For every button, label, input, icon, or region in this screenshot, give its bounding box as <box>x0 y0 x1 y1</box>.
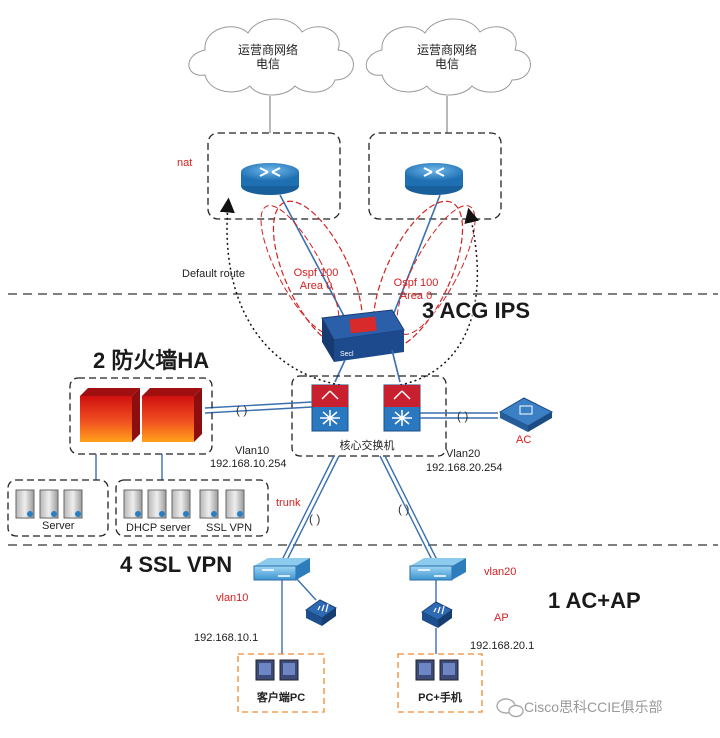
ac-label: AC <box>516 434 532 446</box>
vlan10-gw-ip: 192.168.10.254 <box>210 458 287 470</box>
firewall-ha-box <box>69 377 213 455</box>
cloud-right-line1: 运营商网络 <box>416 43 477 57</box>
core-switch-icon-left <box>311 384 349 432</box>
dhcp-server-icon <box>123 489 191 519</box>
pc-phone-ip: 192.168.20.1 <box>470 640 535 652</box>
default-route-arrow-left <box>219 197 341 386</box>
acg-device-brand: Secl <box>340 351 354 358</box>
ospf-right-label: Ospf 100 Area 0 <box>386 277 446 302</box>
access-switch-icon-right <box>409 558 466 581</box>
ac-controller-icon <box>498 397 554 432</box>
ospf-left-line1: Ospf 100 <box>293 267 339 279</box>
cloud-right-label: 运营商网络 电信 <box>412 43 482 72</box>
vlan20-access-label: vlan20 <box>484 566 517 578</box>
acg-ips-title: 3 ACG IPS <box>422 298 530 323</box>
ssl-vpn-server-label: SSL VPN <box>206 522 253 534</box>
link-firewall-core-b <box>204 406 313 414</box>
router-icon-left <box>241 163 299 195</box>
vlan10-gw-label: Vlan10 <box>235 445 270 457</box>
acg-ips-device-icon: Secl <box>321 309 405 362</box>
trunk-label: trunk <box>276 497 301 509</box>
link-aggregation-mark-right: ( ) <box>457 409 468 423</box>
cloud-right-line2: 电信 <box>434 56 459 71</box>
firewall-icon-left <box>80 388 140 442</box>
ospf-right-line1: Ospf 100 <box>393 277 439 289</box>
core-switch-label: 核心交换机 <box>339 440 395 452</box>
ospf-area-left-inner <box>260 205 340 335</box>
core-switch-box <box>291 375 447 457</box>
vlan10-access-label: vlan10 <box>216 592 249 604</box>
core-switch-icon-right <box>383 384 421 432</box>
ospf-left-line2: Area 0 <box>299 279 333 292</box>
vlan20-gw-ip: 192.168.20.254 <box>426 462 503 474</box>
router-icon-right <box>405 163 463 195</box>
client-pc-box <box>237 653 325 713</box>
link-aggregation-mark-trunk-right: ( ) <box>398 502 409 516</box>
default-route-label: Default route <box>182 268 245 280</box>
link-aggregation-mark-trunk-left: ( ) <box>309 512 320 526</box>
isp-cloud-right <box>365 18 531 96</box>
wechat-icon <box>496 698 524 718</box>
ac-ap-title: 1 AC+AP <box>548 588 641 613</box>
link-core-access-right-a <box>379 455 433 561</box>
dhcp-server-label: DHCP server <box>126 522 191 534</box>
link-firewall-core-a <box>204 401 313 409</box>
cloud-left-label: 运营商网络 电信 <box>233 43 303 72</box>
server-group-box <box>7 479 109 537</box>
ospf-area-right-inner <box>396 205 476 335</box>
link-aggregation-mark-left: ( ) <box>236 403 247 417</box>
pc-phone-box <box>397 653 483 713</box>
pc-phone-icon <box>415 659 459 681</box>
link-access-ap-left <box>295 577 317 601</box>
cloud-left-line2: 电信 <box>255 56 280 71</box>
pc-phone-label: PC+手机 <box>418 692 462 704</box>
server-icon <box>15 489 83 519</box>
ap-icon-right <box>421 601 453 628</box>
isp-cloud-left <box>188 18 354 96</box>
ospf-left-label: Ospf 100 Area 0 <box>286 267 346 292</box>
ospf-right-line2: Area 0 <box>399 289 433 302</box>
client-pc-ip: 192.168.10.1 <box>194 632 259 644</box>
server-label: Server <box>42 520 75 532</box>
firewall-ha-title: 2 防火墙HA <box>93 348 210 373</box>
link-router-left-acg <box>279 194 346 319</box>
default-route-arrow-right <box>399 207 480 386</box>
ap-label: AP <box>494 612 509 624</box>
ssl-vpn-server-icon <box>199 489 245 519</box>
nat-label: nat <box>177 157 193 169</box>
vlan20-gw-label: Vlan20 <box>446 448 481 460</box>
router-box-right <box>368 132 502 220</box>
cloud-left-line1: 运营商网络 <box>237 43 298 57</box>
link-acg-core-left <box>334 359 346 383</box>
access-switch-icon-left <box>253 558 310 581</box>
ap-icon-left <box>305 599 337 626</box>
dmz-server-group-box <box>115 479 269 537</box>
link-acg-core-right <box>391 349 401 383</box>
link-router-right-acg <box>391 194 441 319</box>
client-pc-label: 客户端PC <box>256 692 306 704</box>
firewall-icon-right <box>142 388 202 442</box>
watermark-text: Cisco思科CCIE俱乐部 <box>524 699 663 715</box>
ssl-vpn-title: 4 SSL VPN <box>120 552 233 577</box>
link-core-access-left-b <box>286 455 340 561</box>
link-core-access-right-b <box>384 455 438 561</box>
client-pc-icon <box>255 659 299 681</box>
link-core-access-left-a <box>281 455 335 561</box>
